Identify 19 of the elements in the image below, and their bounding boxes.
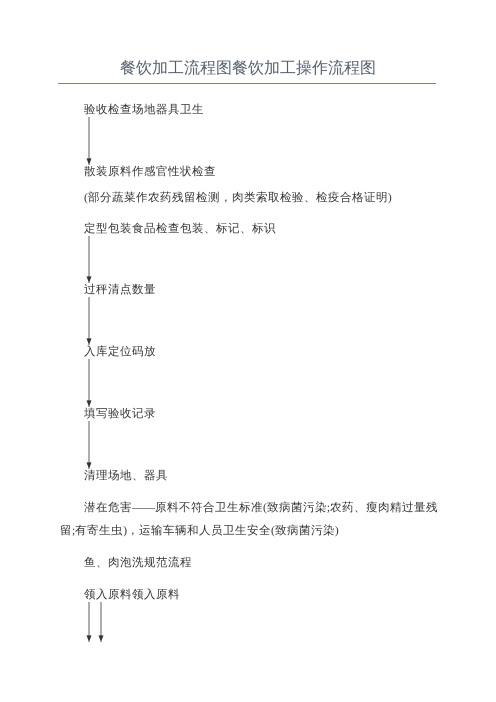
step-text: 清理场地、器具 xyxy=(84,469,168,483)
step-text: 散装原料作感官性状检查 xyxy=(84,165,216,179)
note-text: 鱼、肉泡洗规范流程 xyxy=(84,556,192,570)
step-text: 领入原料领入原料 xyxy=(84,588,180,602)
step-text: 填写验收记录 xyxy=(84,407,156,421)
arrow xyxy=(86,358,92,408)
arrow xyxy=(86,602,92,642)
note-text: (部分蔬菜作农药残留检测，肉类索取检验、检疫合格证明) xyxy=(84,191,392,205)
note-text: 潜在危害——原料不符合卫生标准(致病菌污染;农药、瘦肉精过量残留;有寄生虫)，运输车辆和人员卫生安全(致病菌污染) xyxy=(60,500,440,539)
arrow xyxy=(86,420,92,470)
step-text: 验收检查场地器具卫生 xyxy=(84,103,204,117)
arrow xyxy=(86,116,92,166)
step-text: 过秤清点数量 xyxy=(84,283,156,297)
step-text: 入库定位码放 xyxy=(84,345,156,359)
arrow xyxy=(98,602,104,642)
arrow xyxy=(86,296,92,346)
arrow xyxy=(86,236,92,284)
step-text: 定型包装食品检查包装、标记、标识 xyxy=(84,222,276,236)
page-title: 餐饮加工流程图餐饮加工操作流程图 xyxy=(119,58,377,79)
